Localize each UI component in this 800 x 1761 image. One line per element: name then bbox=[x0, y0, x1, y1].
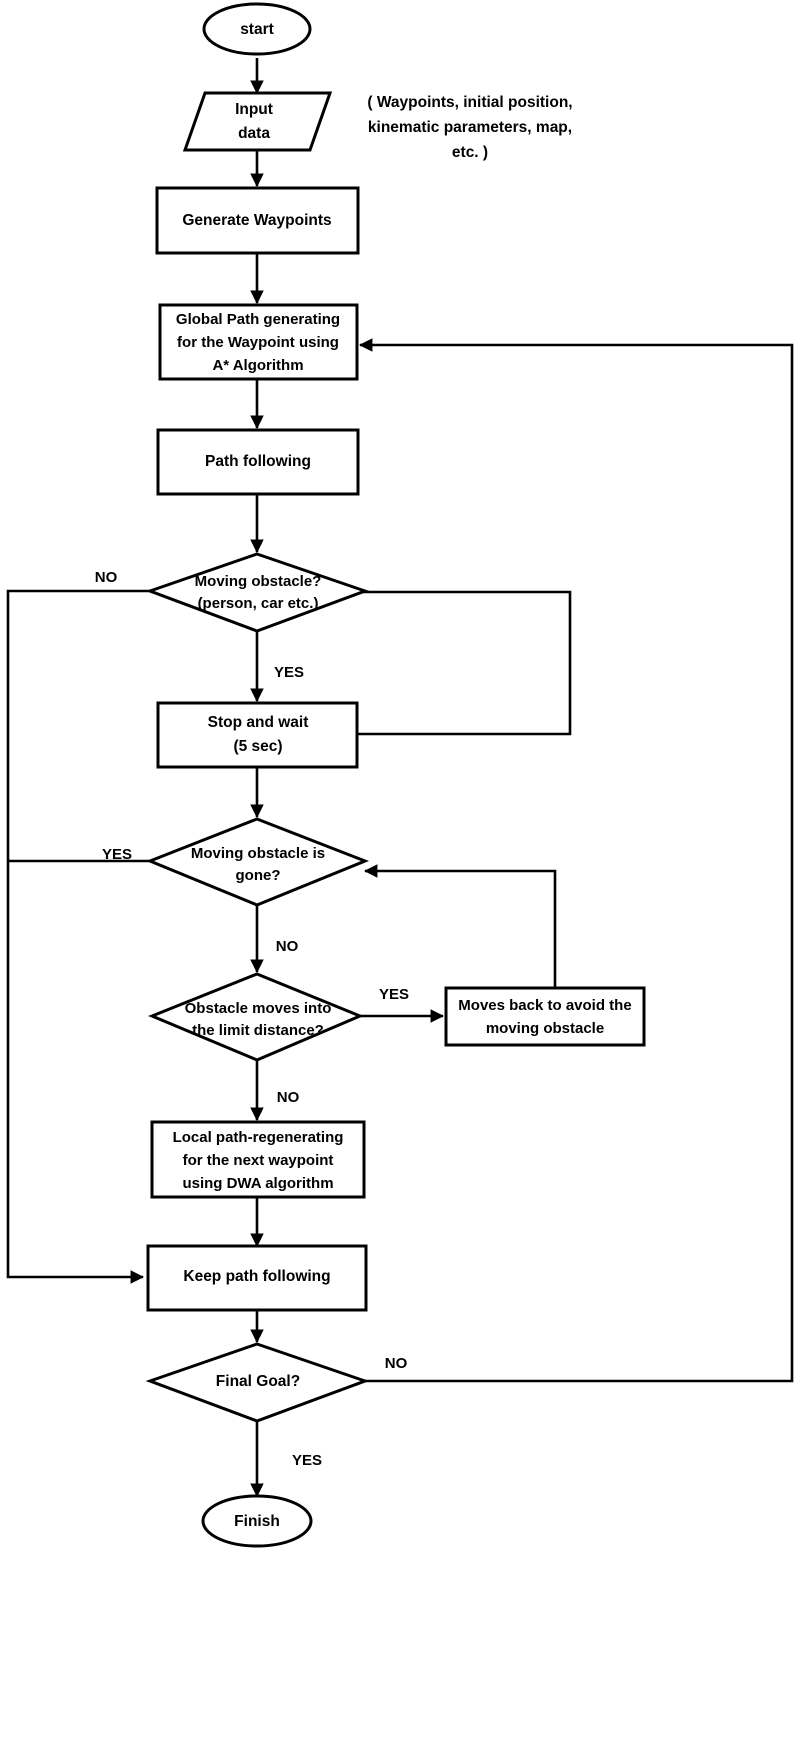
edge-label-finalgoal-yes: YES bbox=[292, 1452, 322, 1469]
node-limit-distance[interactable] bbox=[148, 972, 364, 1062]
node-moving-obstacle[interactable] bbox=[145, 552, 370, 633]
annotation-line3: etc. ) bbox=[452, 144, 488, 161]
node-global-path[interactable] bbox=[158, 303, 359, 381]
edge-finalgoal-no-to-globalpath bbox=[358, 338, 794, 1383]
node-obstacle-gone[interactable] bbox=[145, 817, 370, 907]
node-start-label: start bbox=[240, 21, 274, 38]
node-stop-and-wait-line1: Stop and wait bbox=[208, 714, 309, 731]
edge-label-obstaclegone-yes: YES bbox=[102, 846, 132, 863]
node-finish-label: Finish bbox=[234, 1513, 280, 1530]
node-final-goal-label: Final Goal? bbox=[216, 1373, 300, 1390]
node-finish[interactable] bbox=[201, 1494, 313, 1548]
edge-label-finalgoal-no: NO bbox=[385, 1355, 408, 1372]
edge-label-limitdistance-no: NO bbox=[277, 1089, 300, 1106]
annotation-line2: kinematic parameters, map, bbox=[368, 119, 572, 136]
edge-movesback-to-obstaclegone bbox=[363, 864, 557, 988]
node-obstacle-gone-line1: Moving obstacle is bbox=[191, 845, 325, 862]
node-path-following-label: Path following bbox=[205, 453, 311, 470]
edge-label-limitdistance-yes: YES bbox=[379, 986, 409, 1003]
node-keep-path[interactable] bbox=[146, 1244, 368, 1312]
node-local-path-line3: using DWA algorithm bbox=[182, 1175, 333, 1192]
node-final-goal[interactable] bbox=[145, 1342, 370, 1423]
node-input-data[interactable] bbox=[182, 91, 333, 152]
node-input-data-line1: Input bbox=[235, 101, 273, 118]
node-keep-path-label: Keep path following bbox=[183, 1268, 330, 1285]
node-start[interactable] bbox=[202, 2, 312, 56]
edge-label-movingobstacle-no: NO bbox=[95, 569, 118, 586]
node-moves-back-line1: Moves back to avoid the bbox=[458, 997, 631, 1014]
node-generate-waypoints[interactable] bbox=[155, 186, 360, 255]
node-generate-waypoints-label: Generate Waypoints bbox=[182, 212, 331, 229]
edge-stopwait-loop-to-movingobstacle bbox=[258, 590, 572, 736]
node-local-path-line2: for the next waypoint bbox=[183, 1152, 334, 1169]
node-moving-obstacle-line2: (person, car etc.) bbox=[198, 595, 319, 612]
node-moves-back[interactable] bbox=[444, 986, 646, 1047]
node-local-path-line1: Local path-regenerating bbox=[173, 1129, 344, 1146]
node-path-following[interactable] bbox=[156, 428, 360, 496]
edge-label-obstaclegone-no: NO bbox=[276, 938, 299, 955]
node-stop-and-wait[interactable] bbox=[156, 701, 359, 769]
node-moving-obstacle-line1: Moving obstacle? bbox=[195, 573, 322, 590]
annotation-line1: ( Waypoints, initial position, bbox=[367, 94, 572, 111]
node-moves-back-line2: moving obstacle bbox=[486, 1020, 604, 1037]
edge-movingobstacle-no-to-keeppath bbox=[6, 589, 150, 1284]
node-limit-distance-line1: Obstacle moves into bbox=[185, 1000, 332, 1017]
node-global-path-line2: for the Waypoint using bbox=[177, 334, 339, 351]
node-limit-distance-line2: the limit distance? bbox=[192, 1022, 324, 1039]
node-global-path-line1: Global Path generating bbox=[176, 311, 340, 328]
node-input-data-line2: data bbox=[238, 125, 270, 142]
node-stop-and-wait-line2: (5 sec) bbox=[233, 738, 282, 755]
edge-label-movingobstacle-yes: YES bbox=[274, 664, 304, 681]
node-obstacle-gone-line2: gone? bbox=[236, 867, 281, 884]
node-global-path-line3: A* Algorithm bbox=[212, 357, 303, 374]
node-local-path[interactable] bbox=[150, 1120, 366, 1199]
